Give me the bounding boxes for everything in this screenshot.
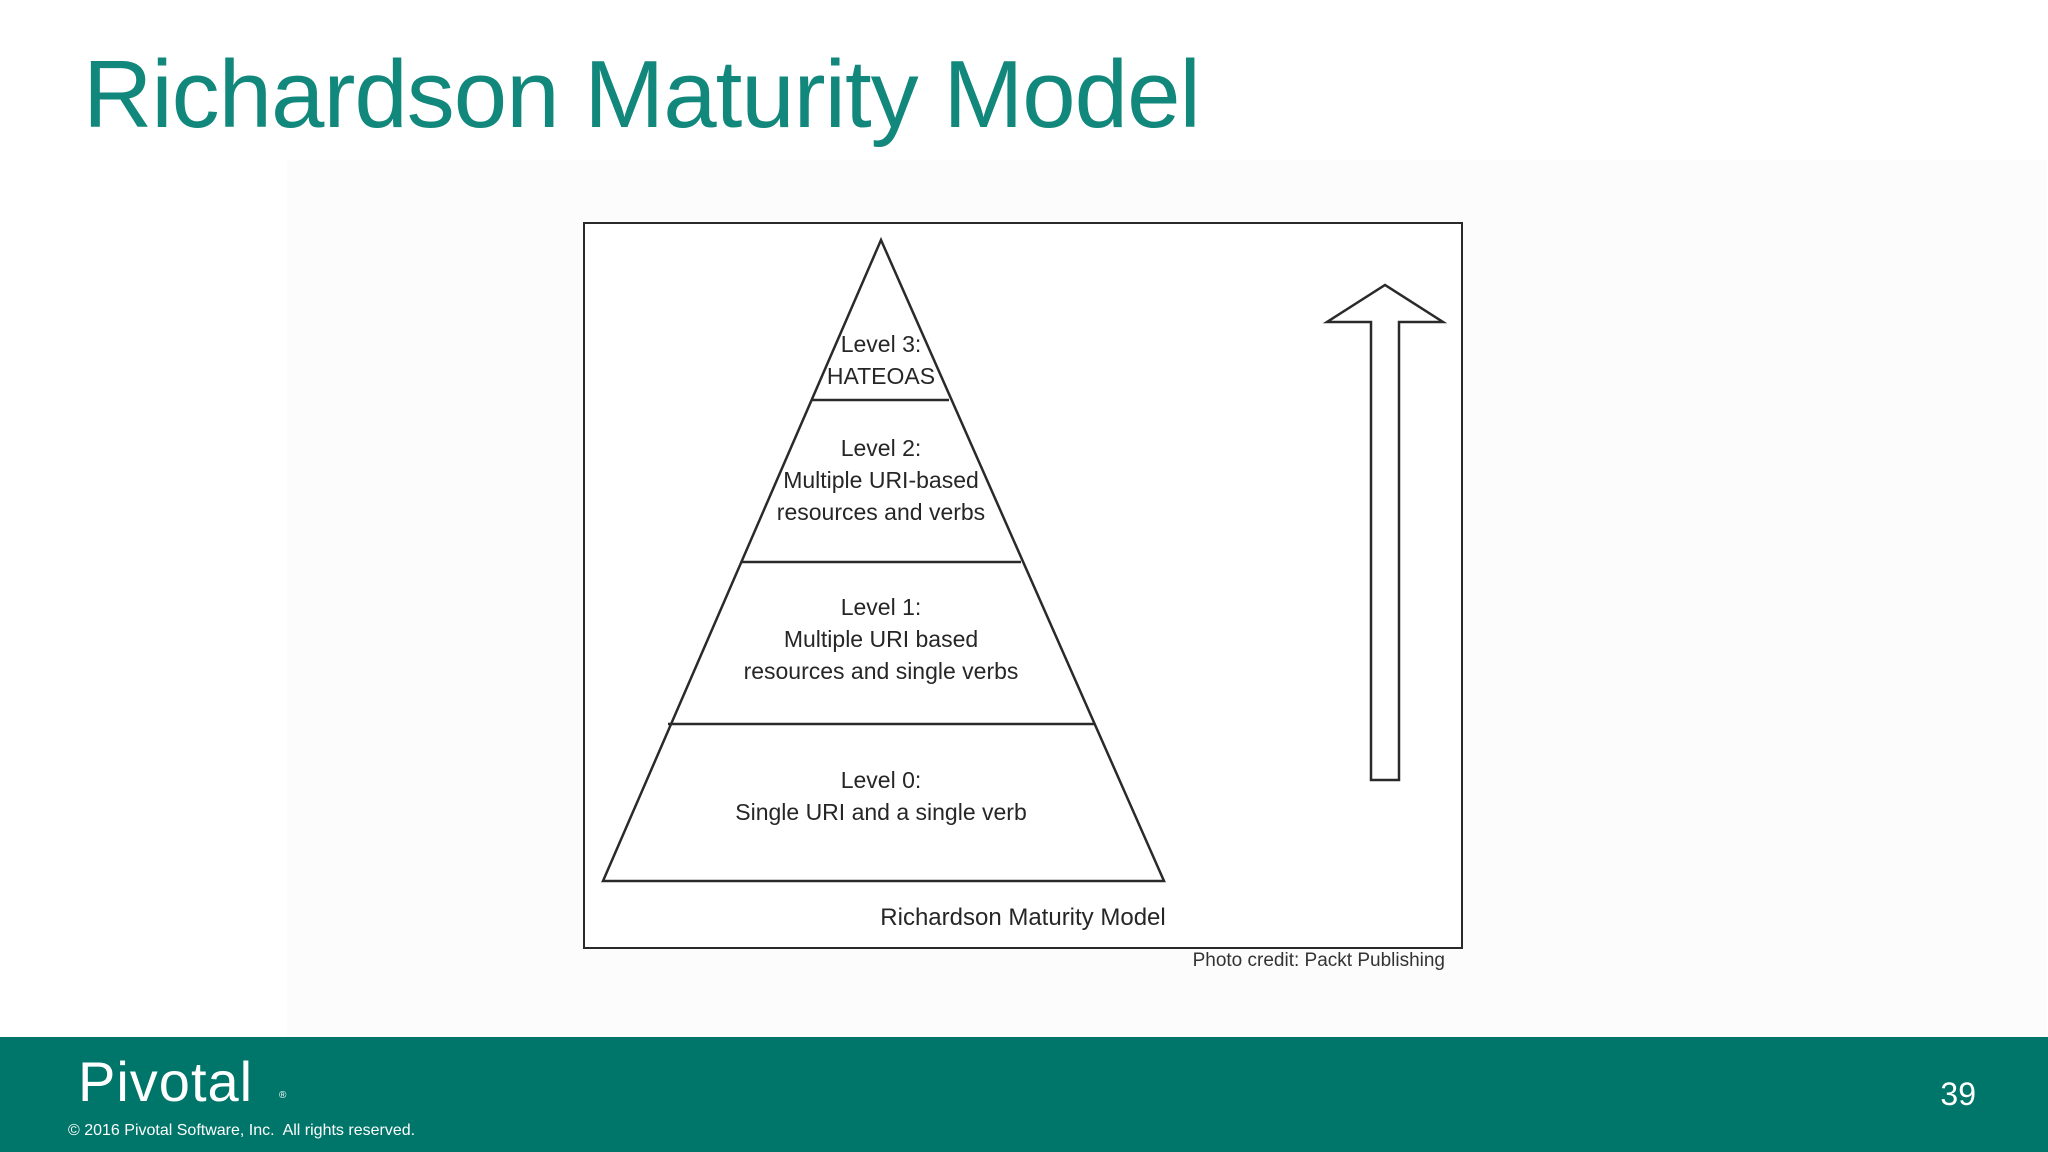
footer-bar xyxy=(0,1037,2048,1152)
up-arrow-icon xyxy=(1322,283,1448,782)
level1-description-line1: Multiple URI based xyxy=(783,626,979,652)
level1-label: Level 1: Multiple URI based resources an… xyxy=(744,591,1019,687)
maturity-model-figure: Level 3: HATEOAS Level 2: Multiple URI-b… xyxy=(583,222,1463,949)
pyramid-diagram-icon xyxy=(601,236,1448,883)
level0-description: Single URI and a single verb xyxy=(735,799,1027,825)
level1-title: Level 1: xyxy=(840,594,922,620)
level3-description: HATEOAS xyxy=(826,363,936,389)
figure-caption: Richardson Maturity Model xyxy=(880,904,1166,931)
registered-mark: ® xyxy=(279,1090,287,1101)
level3-label: Level 3: HATEOAS xyxy=(827,328,935,392)
level0-label: Level 0: Single URI and a single verb xyxy=(735,764,1027,828)
photo-credit: Photo credit: Packt Publishing xyxy=(1192,950,1445,971)
level2-description-line1: Multiple URI-based xyxy=(783,467,979,493)
level0-title: Level 0: xyxy=(840,767,922,793)
slide-title: Richardson Maturity Model xyxy=(83,41,1201,148)
level2-label: Level 2: Multiple URI-based resources an… xyxy=(777,432,985,528)
copyright-text: © 2016 Pivotal Software, Inc. All rights… xyxy=(68,1122,416,1139)
level2-title: Level 2: xyxy=(840,435,922,461)
pivotal-logo: Pivotal xyxy=(78,1050,254,1113)
level3-title: Level 3: xyxy=(840,331,922,357)
level1-description-line2: resources and single verbs xyxy=(743,658,1019,684)
level2-description-line2: resources and verbs xyxy=(776,499,986,525)
page-number: 39 xyxy=(1940,1076,1976,1112)
pyramid-outline xyxy=(601,236,1166,883)
